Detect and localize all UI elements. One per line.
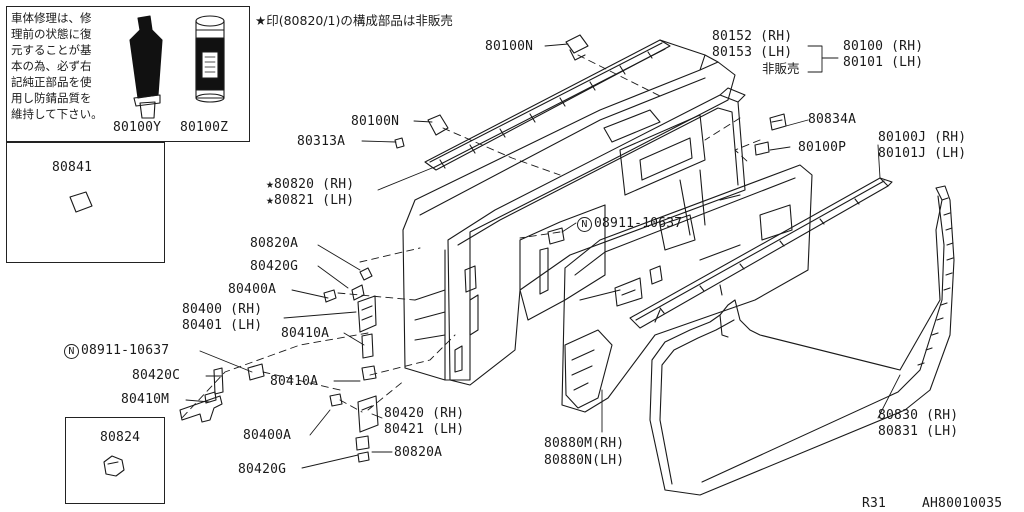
label-80420G-top: 80420G	[250, 259, 299, 274]
label-80100J: 80100J (RH)	[878, 130, 967, 145]
label-80401: 80401 (LH)	[182, 318, 263, 333]
sealer-tube-80100Y-icon	[129, 15, 163, 119]
nut-symbol: N	[64, 344, 79, 359]
belt-molding-80100J	[629, 177, 893, 329]
label-80153: 80153 (LH)	[712, 45, 793, 60]
label-80841: 80841	[52, 160, 93, 175]
part-number: 08911-10637	[594, 216, 683, 231]
nut-symbol: N	[577, 217, 592, 232]
label-80152: 80152 (RH)	[712, 29, 793, 44]
part-number: 08911-10637	[81, 343, 170, 358]
label-80410A-top: 80410A	[281, 326, 330, 341]
repair-note-line: 維持して下さい。	[11, 107, 103, 121]
label-80420C: 80420C	[132, 368, 181, 383]
label-80100Y: 80100Y	[113, 120, 162, 135]
label-80400A-bot: 80400A	[243, 428, 292, 443]
repair-note-line: 記純正部品を使	[11, 75, 92, 89]
repair-note-text: 車体修理は、修 理前の状態に復 元することが基 本の為、必ず右 記純正部品を使 …	[11, 10, 103, 122]
label-80100: 80100 (RH)	[843, 39, 924, 54]
label-80101J: 80101J (LH)	[878, 146, 967, 161]
label-80420G-bot: 80420G	[238, 462, 287, 477]
label-80313A: 80313A	[297, 134, 346, 149]
repair-note-line: 理前の状態に復	[11, 27, 92, 41]
label-80100N-top: 80100N	[485, 39, 534, 54]
label-80400A-top: 80400A	[228, 282, 277, 297]
footer-model: R31	[862, 496, 887, 511]
hinge-hardware	[179, 113, 787, 463]
repair-note-box	[6, 6, 250, 142]
repair-note-line: 元することが基	[11, 43, 92, 57]
label-80100N-mid: 80100N	[351, 114, 400, 129]
label-80880M: 80880M(RH)	[544, 436, 625, 451]
label-80100P: 80100P	[798, 140, 847, 155]
spray-can-80100Z-icon	[195, 15, 225, 103]
non-sale-note: ★印(80820/1)の構成部品は非販売	[255, 13, 453, 28]
label-80824: 80824	[100, 430, 141, 445]
label-80420: 80420 (RH)	[384, 406, 465, 421]
label-80820A-top: 80820A	[250, 236, 299, 251]
label-80410A-bot: 80410A	[270, 374, 319, 389]
label-80820: ★80820 (RH)	[266, 177, 355, 192]
repair-note-line: 車体修理は、修	[11, 11, 92, 25]
repair-note-line: 用し防錆品質を	[11, 91, 92, 105]
label-not-sold: 非販売	[762, 61, 800, 76]
label-80834A: 80834A	[808, 112, 857, 127]
label-80820A-bot: 80820A	[394, 445, 443, 460]
label-80100Z: 80100Z	[180, 120, 229, 135]
label-80421: 80421 (LH)	[384, 422, 465, 437]
door-outer-panel	[402, 39, 736, 381]
door-inner-frame	[447, 87, 746, 386]
plug-80841-box	[6, 142, 165, 263]
clip-80824-box	[65, 417, 165, 504]
door-inner-panel	[561, 164, 813, 413]
repair-note-line: 本の為、必ず右	[11, 59, 92, 73]
label-80101: 80101 (LH)	[843, 55, 924, 70]
footer-diagram-id: AH80010035	[922, 496, 1003, 511]
outer-weatherstrip-80100N	[394, 34, 671, 171]
label-80830: 80830 (RH)	[878, 408, 959, 423]
leader-lines	[185, 43, 901, 469]
door-seal-80830	[649, 185, 955, 496]
label-80400: 80400 (RH)	[182, 302, 263, 317]
plug-80841-icon	[69, 191, 93, 213]
label-80880N: 80880N(LH)	[544, 453, 625, 468]
clip-80824-icon	[103, 455, 125, 477]
label-80821: ★80821 (LH)	[266, 193, 355, 208]
label-80410M: 80410M	[121, 392, 170, 407]
label-80831: 80831 (LH)	[878, 424, 959, 439]
